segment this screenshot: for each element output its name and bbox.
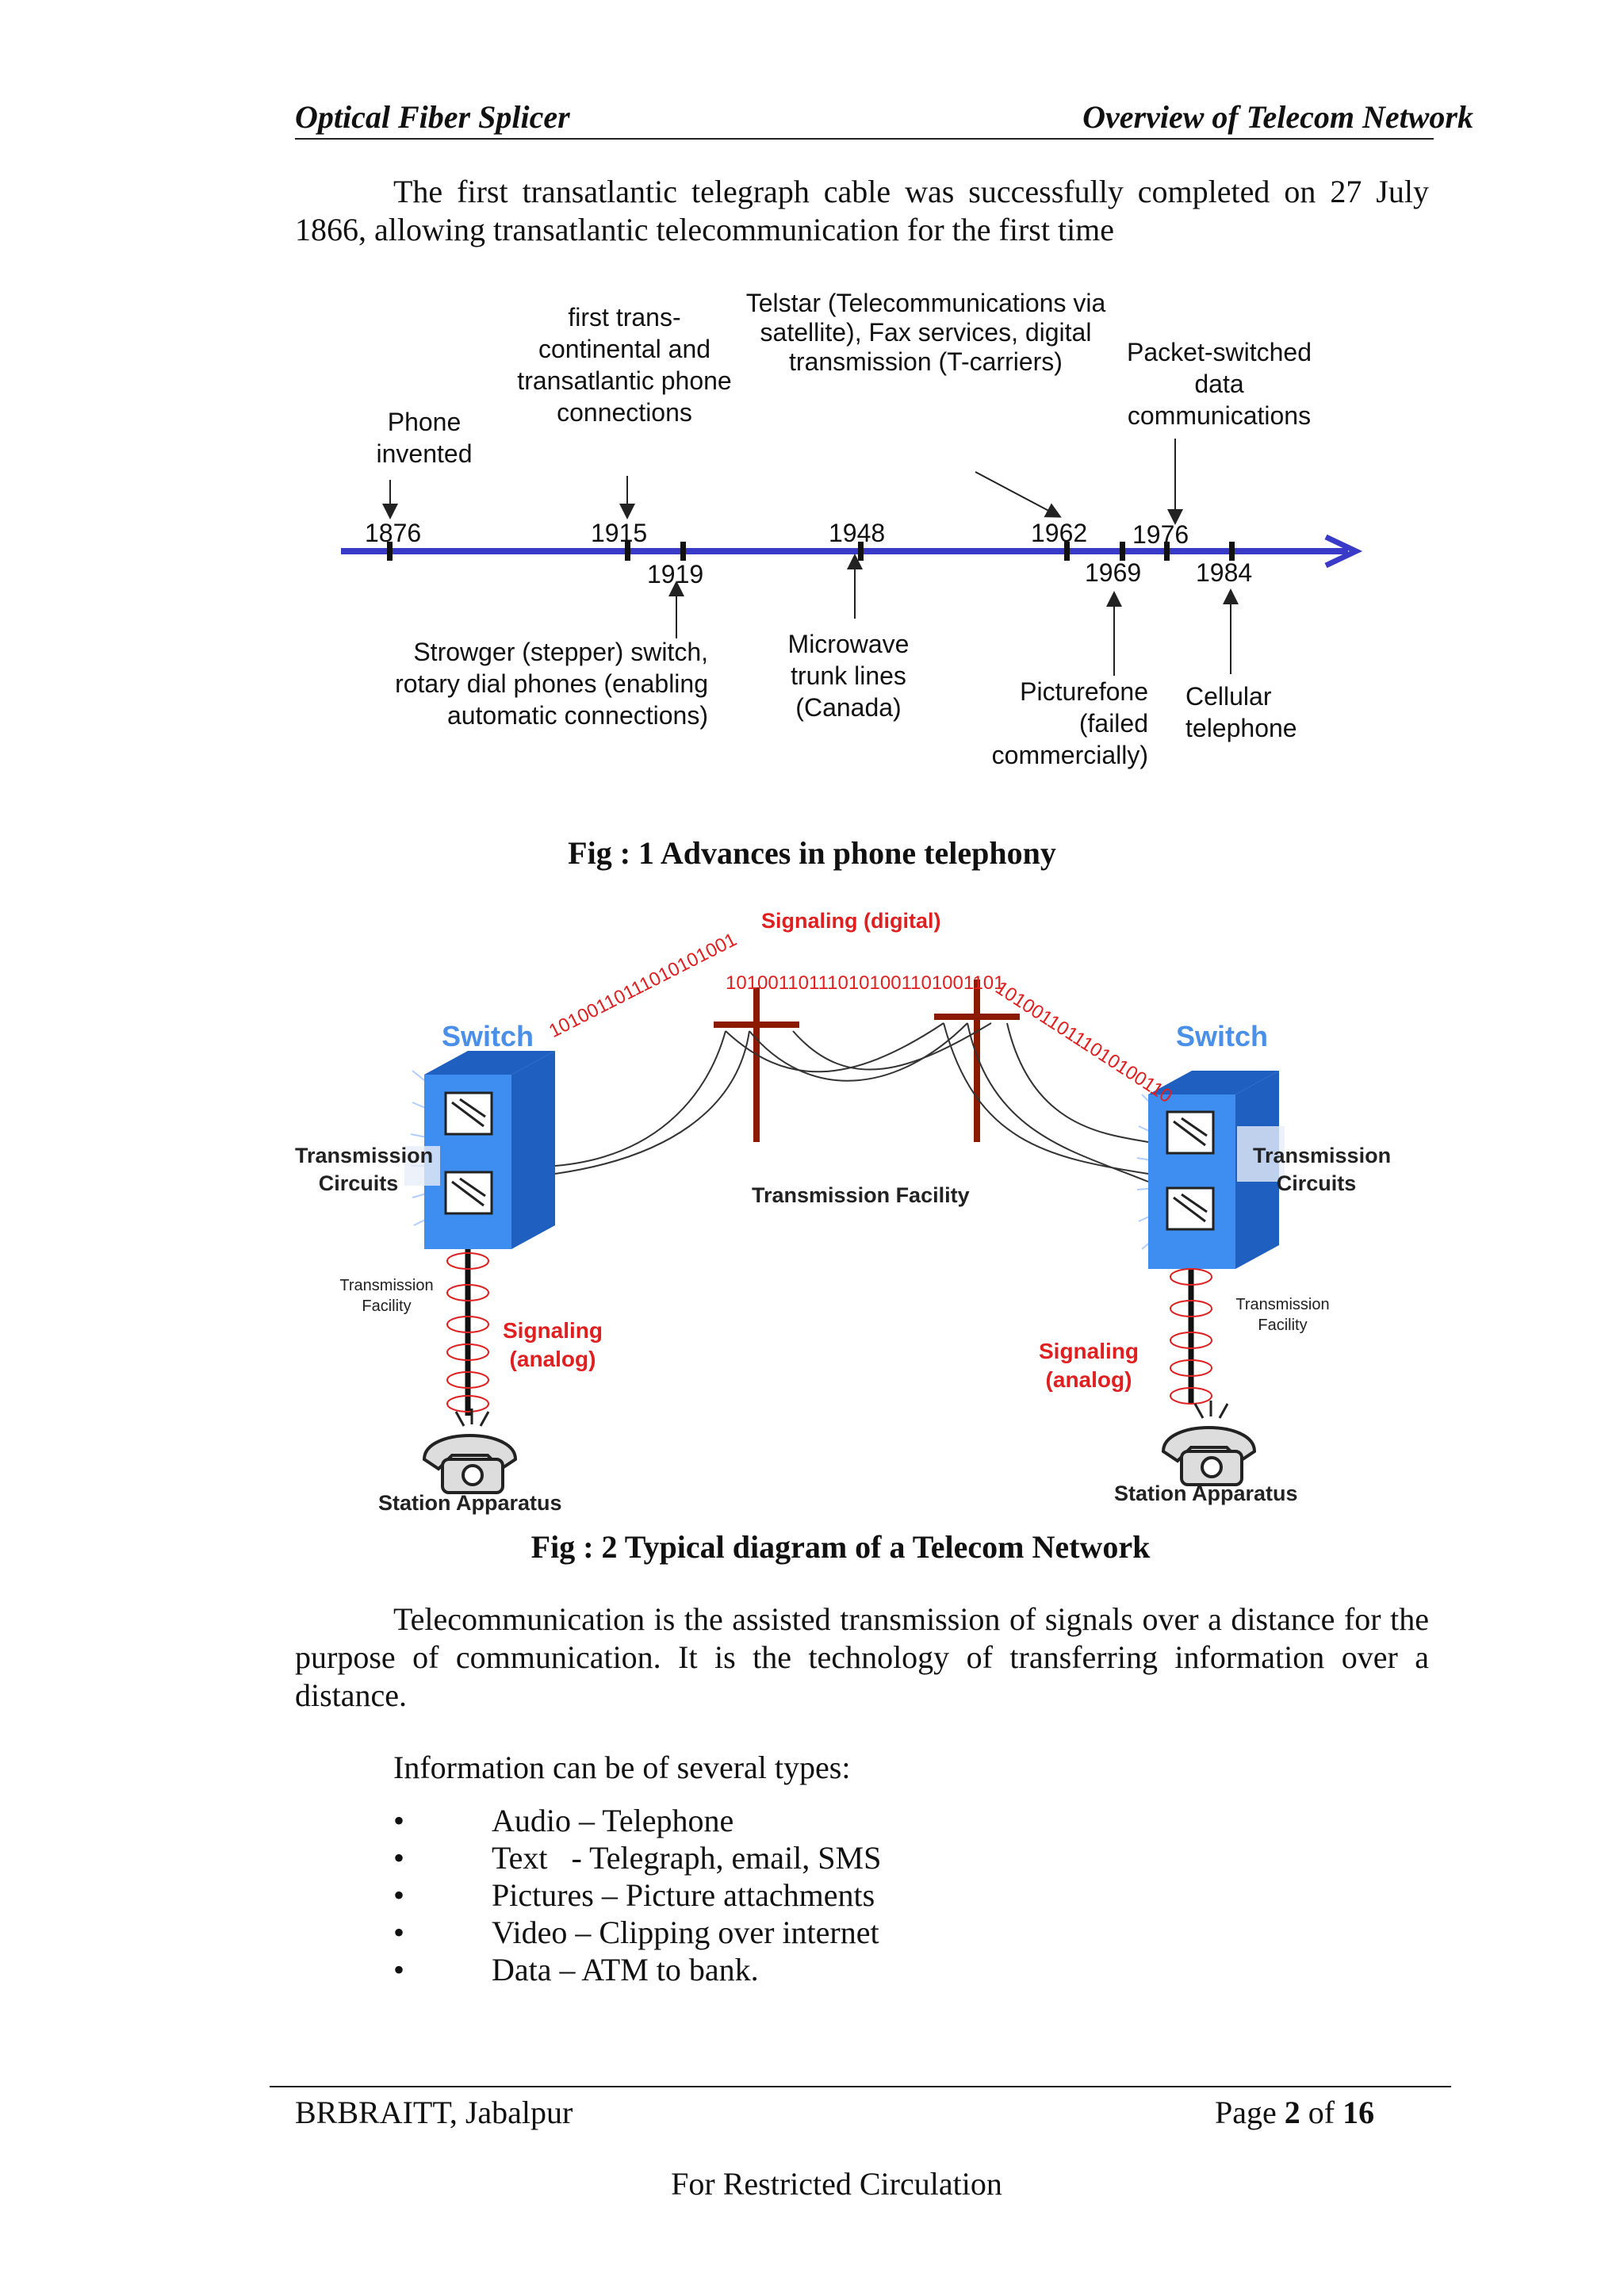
switch-left-label: Switch: [442, 1020, 534, 1052]
left-chip-icon-2: [444, 1171, 493, 1215]
transmission-circuits-left: Transmission Circuits: [295, 1144, 434, 1195]
year-1919: 1919: [647, 560, 704, 588]
bullet-icon: •: [393, 1840, 405, 1876]
year-1962: 1962: [1031, 519, 1088, 547]
left-chip-icon-1: [444, 1091, 493, 1136]
right-chip-icon-2: [1166, 1186, 1215, 1231]
station-apparatus-right: Station Apparatus: [1114, 1481, 1298, 1505]
label-phone-invented: Phone invented: [376, 408, 473, 468]
right-coil: [1170, 1268, 1212, 1405]
tick-1915: [625, 542, 630, 561]
restricted-notice: For Restricted Circulation: [671, 2166, 1002, 2202]
network-graphics: [404, 979, 1285, 1494]
transmission-facility-left: Transmission Facility: [339, 1277, 434, 1315]
header-left: Optical Fiber Splicer: [295, 99, 570, 135]
signaling-analog-left: Signaling (analog): [503, 1318, 603, 1371]
page-prefix: Page: [1215, 2095, 1277, 2130]
bullet-icon: •: [393, 1877, 405, 1913]
info-types-list: •Audio – Telephone •Text - Telegraph, em…: [393, 1802, 1345, 1988]
header-rule: [295, 138, 1434, 140]
timeline-arrowhead: [1324, 534, 1363, 569]
left-coil: [446, 1252, 489, 1412]
left-pole: [714, 987, 799, 1142]
tick-1948: [858, 542, 864, 561]
station-apparatus-left: Station Apparatus: [378, 1491, 562, 1515]
year-1976: 1976: [1132, 520, 1189, 549]
telecom-paragraph: Telecommunication is the assisted transm…: [295, 1601, 1429, 1713]
bullet-icon: •: [393, 1952, 405, 1987]
transmission-facility-right: Transmission Facility: [1235, 1296, 1330, 1334]
list-item: •Video – Clipping over internet: [393, 1915, 879, 1950]
tick-1984: [1229, 542, 1235, 561]
tick-1962: [1064, 542, 1070, 561]
label-telstar: Telstar (Telecommunications via satellit…: [745, 289, 1106, 376]
tick-1919: [680, 542, 686, 561]
timeline-figure: 1876 1915 1919 1948 1962 1969 1976 1984 …: [317, 278, 1396, 785]
signaling-digital-label: Signaling (digital): [761, 909, 941, 933]
year-1969: 1969: [1085, 558, 1142, 587]
right-chip-icon-1: [1166, 1110, 1215, 1155]
label-microwave: Microwave trunk lines (Canada): [787, 630, 910, 722]
right-grid-patch: [1237, 1126, 1285, 1182]
timeline-graphics: [341, 439, 1363, 676]
left-grid-patch: [404, 1146, 440, 1186]
label-picturefone: Picturefone (failed commercially): [991, 677, 1148, 769]
fig2-caption: Fig : 2 Typical diagram of a Telecom Net…: [530, 1529, 1151, 1565]
page-of: of: [1308, 2095, 1335, 2130]
fig1-caption: Fig : 1 Advances in phone telephony: [568, 835, 1056, 871]
bullet-icon: •: [393, 1803, 405, 1838]
transmission-facility-center: Transmission Facility: [752, 1183, 970, 1207]
info-intro: Information can be of several types:: [393, 1750, 851, 1785]
footer-rule: [270, 2086, 1451, 2087]
switch-right-label: Switch: [1176, 1020, 1269, 1052]
arrow-telstar: [975, 471, 1062, 518]
tick-1876: [387, 542, 393, 561]
label-strowger: Strowger (stepper) switch, rotary dial p…: [395, 638, 708, 730]
year-1984: 1984: [1196, 558, 1253, 587]
page-current: 2: [1284, 2095, 1300, 2130]
left-switch-side: [511, 1051, 555, 1249]
left-phone-icon: [422, 1409, 518, 1494]
footer-left: BRBRAITT, Jabalpur: [295, 2095, 573, 2130]
right-pole: [934, 979, 1020, 1142]
signaling-analog-right: Signaling (analog): [1039, 1339, 1139, 1392]
network-diagram: 10100110111010101001 1010011011101010011…: [293, 904, 1435, 1523]
year-1915: 1915: [591, 519, 648, 547]
list-item: •Pictures – Picture attachments: [393, 1877, 875, 1913]
list-item: •Text - Telegraph, email, SMS: [393, 1840, 882, 1876]
transmission-circuits-right: Transmission Circuits: [1253, 1144, 1392, 1195]
label-transcontinental: first trans-continental and transatlanti…: [517, 303, 732, 427]
page-total: 16: [1342, 2095, 1375, 2130]
intro-paragraph: The first transatlantic telegraph cable …: [295, 174, 1429, 247]
right-phone-icon: [1161, 1401, 1257, 1486]
transmission-wires: [554, 1022, 1149, 1182]
header-right: Overview of Telecom Network: [1082, 99, 1473, 135]
list-item: •Audio – Telephone: [393, 1803, 734, 1838]
year-1948: 1948: [829, 519, 886, 547]
label-cellular: Cellular telephone: [1185, 682, 1297, 742]
page-number: Page 2 of 16: [1215, 2094, 1374, 2131]
label-packet: Packet-switched data communications: [1127, 338, 1312, 430]
bullet-icon: •: [393, 1915, 405, 1950]
bits-top: 101001101110101001101001101: [726, 972, 1005, 994]
year-1876: 1876: [365, 519, 422, 547]
list-item: •Data – ATM to bank.: [393, 1952, 759, 1987]
tick-1976: [1164, 542, 1170, 561]
tick-1969: [1120, 542, 1125, 561]
